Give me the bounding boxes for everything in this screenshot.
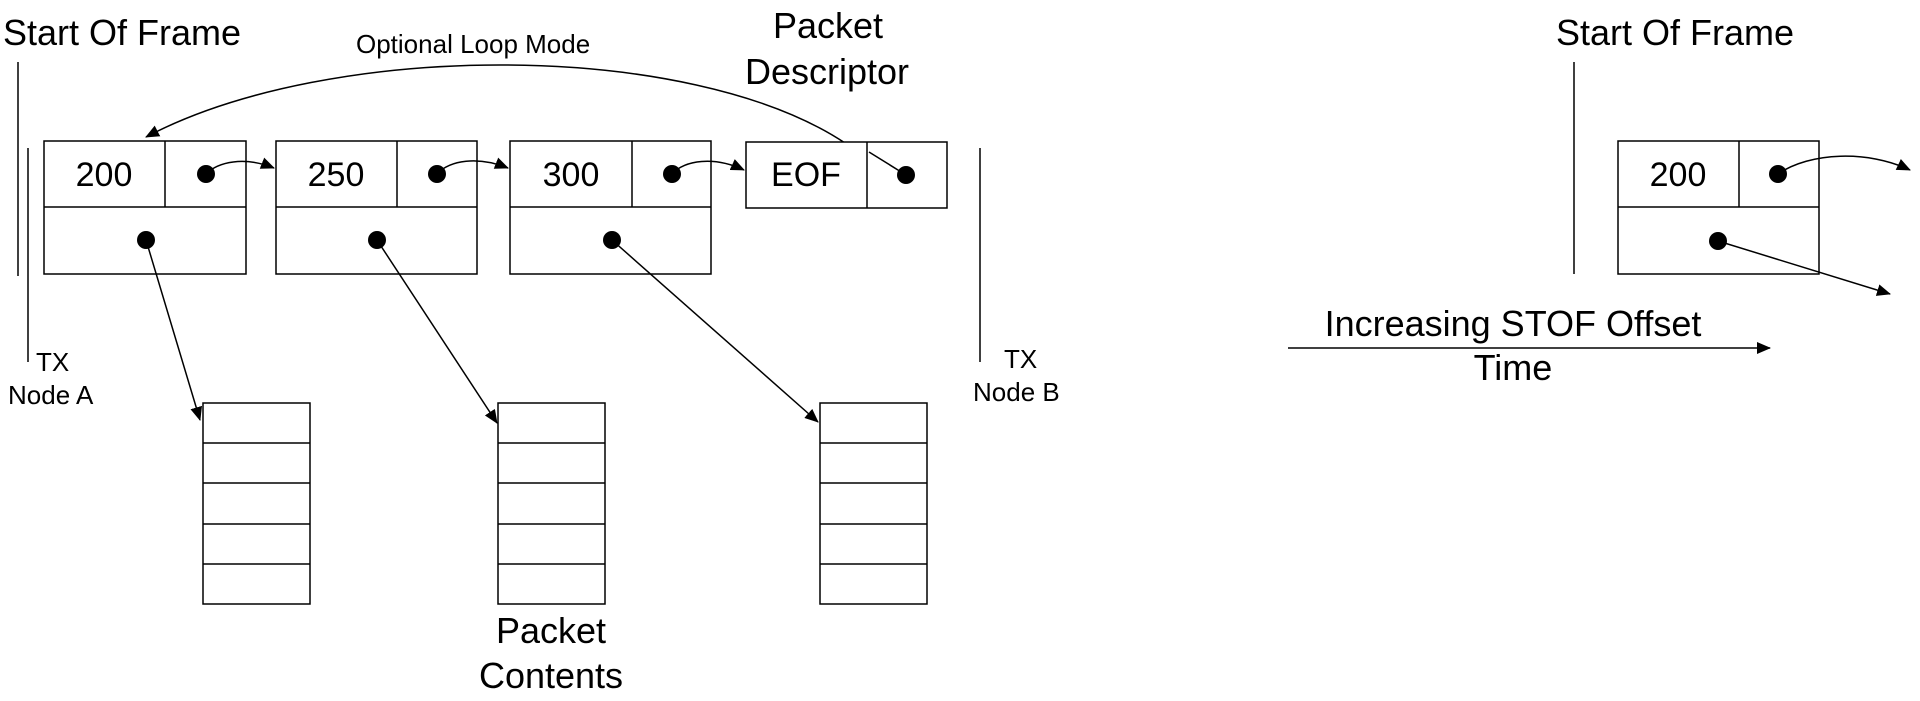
next-arrow-3 — [671, 159, 745, 175]
packet-buffer-1 — [202, 402, 311, 605]
descriptor-offset-value: EOF — [771, 156, 841, 194]
loop-mode-arrow — [145, 64, 846, 144]
packet-buffer-2 — [497, 402, 606, 605]
right-data-arrow — [1717, 240, 1891, 296]
right-next-arrow — [1777, 155, 1911, 175]
data-arrow-3 — [611, 239, 819, 423]
tx-node-a-label-line2: Node A — [8, 380, 94, 410]
packet-descriptor-label-line1: Packet — [773, 5, 883, 46]
start-of-frame-label-left: Start Of Frame — [3, 12, 241, 53]
packet-descriptor-label-line2: Descriptor — [745, 51, 909, 92]
descriptor-offset-value: 200 — [76, 156, 133, 194]
tx-node-a-label-line1: TX — [36, 347, 69, 377]
descriptor-offset-value: 300 — [543, 156, 600, 194]
eof-link-line — [868, 151, 907, 176]
optional-loop-mode-label: Optional Loop Mode — [356, 29, 590, 59]
descriptor-eof: EOF — [745, 141, 948, 209]
time-label: Time — [1474, 347, 1553, 388]
packet-buffer-3 — [819, 402, 928, 605]
data-arrow-2 — [376, 239, 498, 424]
descriptor-offset-value: 200 — [1650, 156, 1707, 194]
tx-node-b-label-line2: Node B — [973, 377, 1060, 407]
data-arrow-1 — [145, 239, 203, 421]
packet-contents-label-line2: Contents — [479, 655, 623, 696]
increasing-stof-offset-label: Increasing STOF Offset — [1325, 303, 1702, 344]
descriptor-250: 250 — [275, 140, 478, 275]
descriptor-offset-value: 250 — [308, 156, 365, 194]
descriptor-300: 300 — [509, 140, 712, 275]
next-arrow-1 — [205, 157, 275, 175]
right-descriptor-200: 200 — [1617, 140, 1820, 275]
start-of-frame-label-right: Start Of Frame — [1556, 12, 1794, 53]
descriptor-200: 200 — [43, 140, 247, 275]
packet-contents-label-line1: Packet — [496, 610, 606, 651]
next-arrow-2 — [436, 157, 509, 175]
tx-node-b-label-line1: TX — [1004, 344, 1037, 374]
